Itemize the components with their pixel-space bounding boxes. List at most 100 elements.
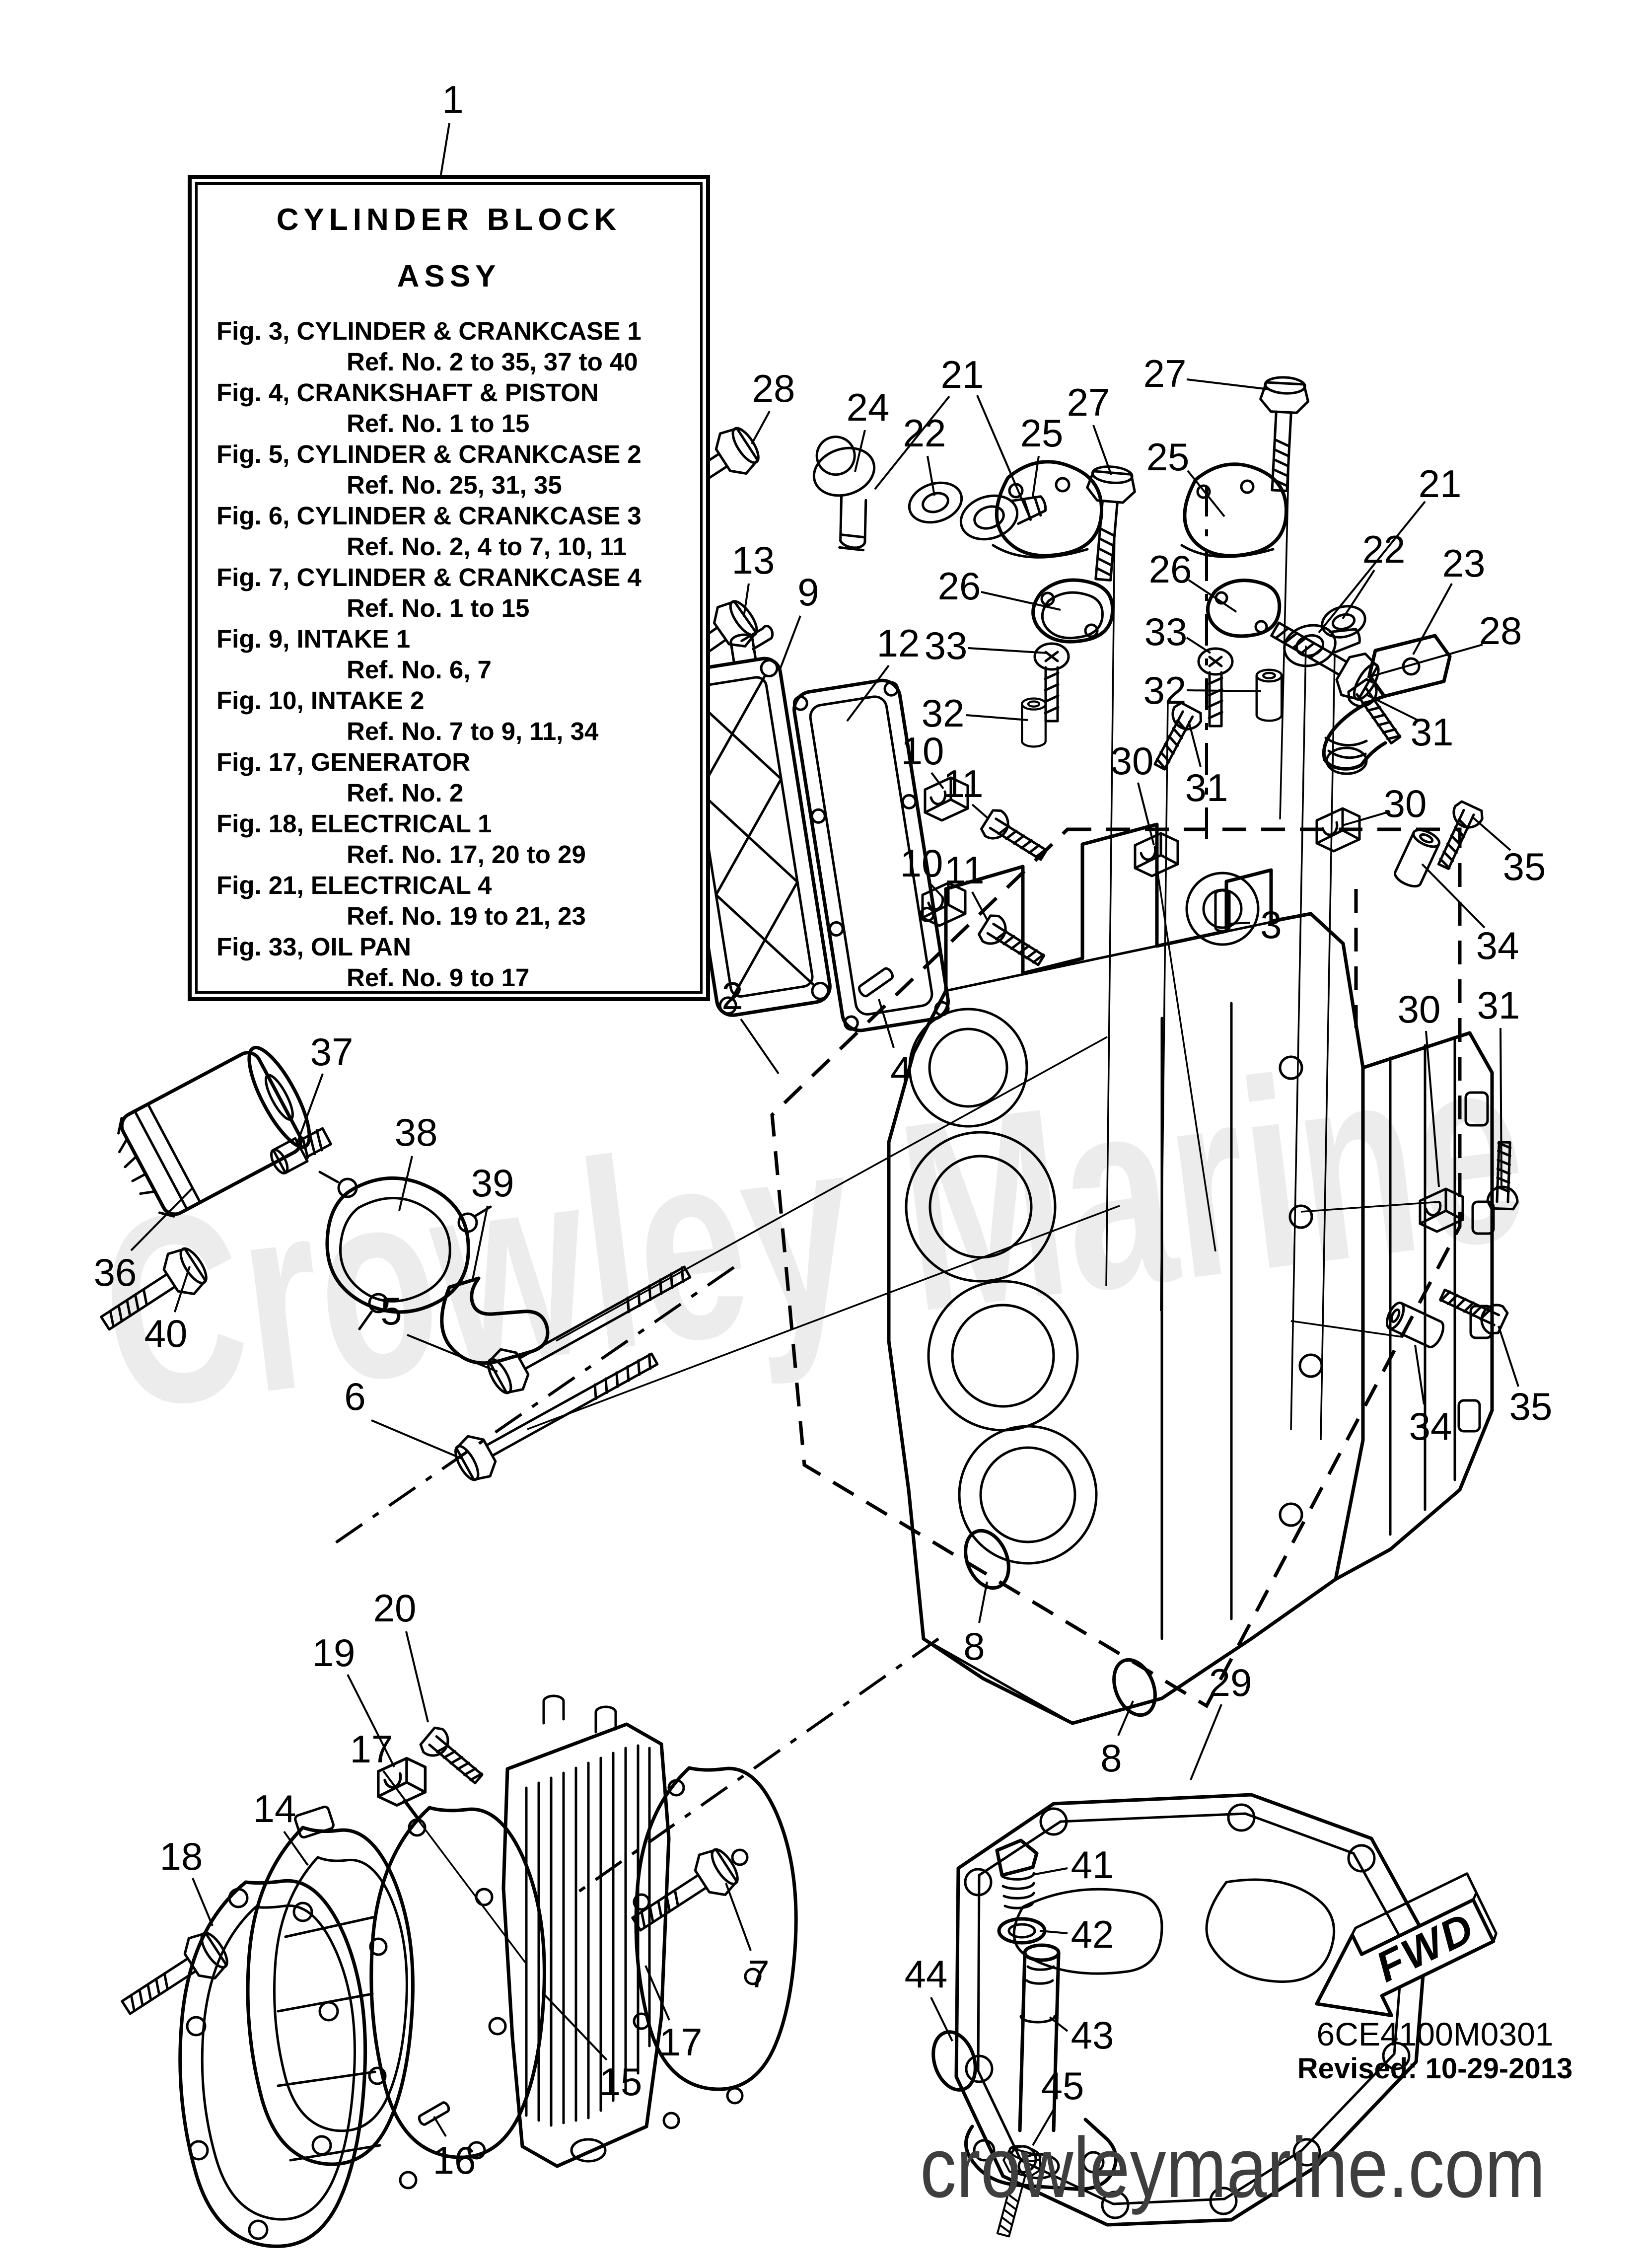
callout-36: 36: [94, 1250, 137, 1294]
callout-leader-7: [725, 1883, 752, 1951]
callout-leader-32: [1186, 689, 1262, 692]
info-box-title: CYLINDER BLOCK: [276, 203, 622, 237]
callout-3: 3: [1260, 903, 1282, 947]
callout-leader-33: [1186, 637, 1212, 654]
callout-leader-33: [968, 647, 1048, 654]
callout-leader-19: [347, 1674, 395, 1767]
callout-leader-34: [1421, 863, 1486, 929]
callout-10: 10: [901, 729, 944, 773]
callout-29: 29: [1209, 1661, 1252, 1704]
callout-27: 27: [1067, 380, 1110, 424]
figure-entry: Fig. 3, CYLINDER & CRANKCASE 1: [216, 317, 642, 345]
callout-leader-38: [398, 1156, 413, 1211]
callout-leader-31: [1499, 1027, 1502, 1187]
assy-info-box: CYLINDER BLOCK ASSY Fig. 3, CYLINDER & C…: [188, 175, 710, 1001]
figure-reference-list: Fig. 3, CYLINDER & CRANKCASE 1 Ref. No. 2…: [198, 316, 700, 992]
callout-leader-15: [541, 1991, 608, 2061]
callout-32: 32: [922, 691, 965, 735]
callout-leader-10: [930, 772, 944, 790]
callout-leader-5: [407, 1334, 498, 1373]
callout-leader-42: [1039, 1930, 1068, 1934]
callout-35: 35: [1503, 845, 1546, 888]
seal-rubber-art: [440, 1276, 550, 1365]
timing-covers-art: [113, 1694, 798, 2248]
ref-entry: Ref. No. 1 to 15: [347, 409, 530, 438]
callout-leader-11: [971, 804, 989, 819]
callout-leader-45: [1032, 2109, 1055, 2146]
callout-6: 6: [344, 1375, 365, 1418]
ref-entry: Ref. No. 25, 31, 35: [347, 471, 562, 499]
callout-41: 41: [1071, 1843, 1114, 1887]
drawing-code: 6CE4100M0301: [1316, 2016, 1554, 2052]
callout-20: 20: [373, 1586, 417, 1630]
callout-leader-44: [930, 1997, 953, 2042]
callout-42: 42: [1071, 1912, 1114, 1956]
callout-43: 43: [1071, 2013, 1114, 2057]
callout-40: 40: [144, 1312, 188, 1355]
callout-9: 9: [797, 570, 819, 614]
ref-entry: Ref. No. 2: [347, 779, 464, 807]
figure-entry: Fig. 10, INTAKE 2: [216, 686, 425, 715]
callout-leader-35: [1471, 815, 1511, 851]
outlet-fitting-art: [1322, 634, 1452, 775]
callout-leader-39: [472, 1205, 489, 1280]
callout-38: 38: [395, 1110, 438, 1154]
callout-leader-21: [874, 395, 950, 490]
callout-leader-26: [1188, 579, 1237, 613]
callout-35: 35: [1509, 1385, 1553, 1428]
callout-leader-8: [978, 1581, 988, 1623]
callout-39: 39: [471, 1161, 514, 1205]
head-gasket-art: [792, 678, 950, 1032]
callout-leader-30: [1342, 810, 1391, 826]
figure-entry: Fig. 33, OIL PAN: [216, 933, 412, 961]
figure-entry: Fig. 18, ELECTRICAL 1: [216, 809, 492, 838]
callout-13: 13: [732, 538, 775, 582]
callout-leader-32: [966, 714, 1028, 721]
callout-leader-3: [1230, 922, 1251, 925]
figure-entry: Fig. 9, INTAKE 1: [216, 625, 411, 653]
ref-entry: Ref. No. 17, 20 to 29: [347, 840, 586, 869]
ref-entry: Ref. No. 6, 7: [347, 656, 492, 684]
callout-leader-9: [779, 615, 801, 671]
callout-leader-25: [1187, 470, 1225, 517]
callout-8: 8: [1100, 1736, 1122, 1780]
callout-22: 22: [903, 411, 946, 455]
callout-leader-25: [1032, 455, 1040, 497]
callout-leader-17: [644, 1965, 670, 2021]
callout-leader-27: [1186, 378, 1270, 390]
cylinder-block-art: [887, 822, 1495, 1725]
assembly-boundary-dashed: [770, 827, 1462, 1708]
callout-7: 7: [748, 1952, 769, 1996]
callout-leader-10: [929, 883, 943, 898]
callout-33: 33: [1144, 610, 1188, 654]
callout-31: 31: [1185, 766, 1228, 809]
callout-28: 28: [1479, 609, 1522, 653]
callout-leader-41: [1032, 1867, 1068, 1876]
callout-30: 30: [1111, 739, 1154, 783]
callout-leader-31: [1365, 693, 1418, 721]
callout-28: 28: [752, 366, 795, 410]
callout-17: 17: [659, 2020, 703, 2064]
callout-34: 34: [1409, 1404, 1452, 1448]
callout-33: 33: [925, 624, 968, 667]
callout-31: 31: [1477, 983, 1520, 1027]
figure-entry: Fig. 5, CYLINDER & CRANKCASE 2: [216, 440, 642, 468]
callout-leader-16: [433, 2116, 447, 2137]
figure-entry: Fig. 7, CYLINDER & CRANKCASE 4: [216, 563, 642, 591]
ref-entry: Ref. No. 9 to 17: [347, 963, 530, 992]
callout-45: 45: [1041, 2064, 1084, 2108]
ref-entry: Ref. No. 19 to 21, 23: [347, 902, 586, 930]
callout-12: 12: [877, 621, 920, 665]
callout-leader-11: [971, 891, 988, 920]
callout-25: 25: [1020, 411, 1064, 455]
oil-filter-art: [117, 1045, 311, 1218]
callout-37: 37: [310, 1030, 354, 1074]
callout-leader-43: [1049, 2016, 1069, 2032]
figure-entry: Fig. 4, CRANKSHAFT & PISTON: [216, 378, 599, 407]
callout-leader-29: [1190, 1704, 1222, 1780]
callout-leader-8: [1117, 1700, 1134, 1736]
callout-30: 30: [1398, 987, 1441, 1031]
callout-leader-21: [1318, 501, 1426, 634]
